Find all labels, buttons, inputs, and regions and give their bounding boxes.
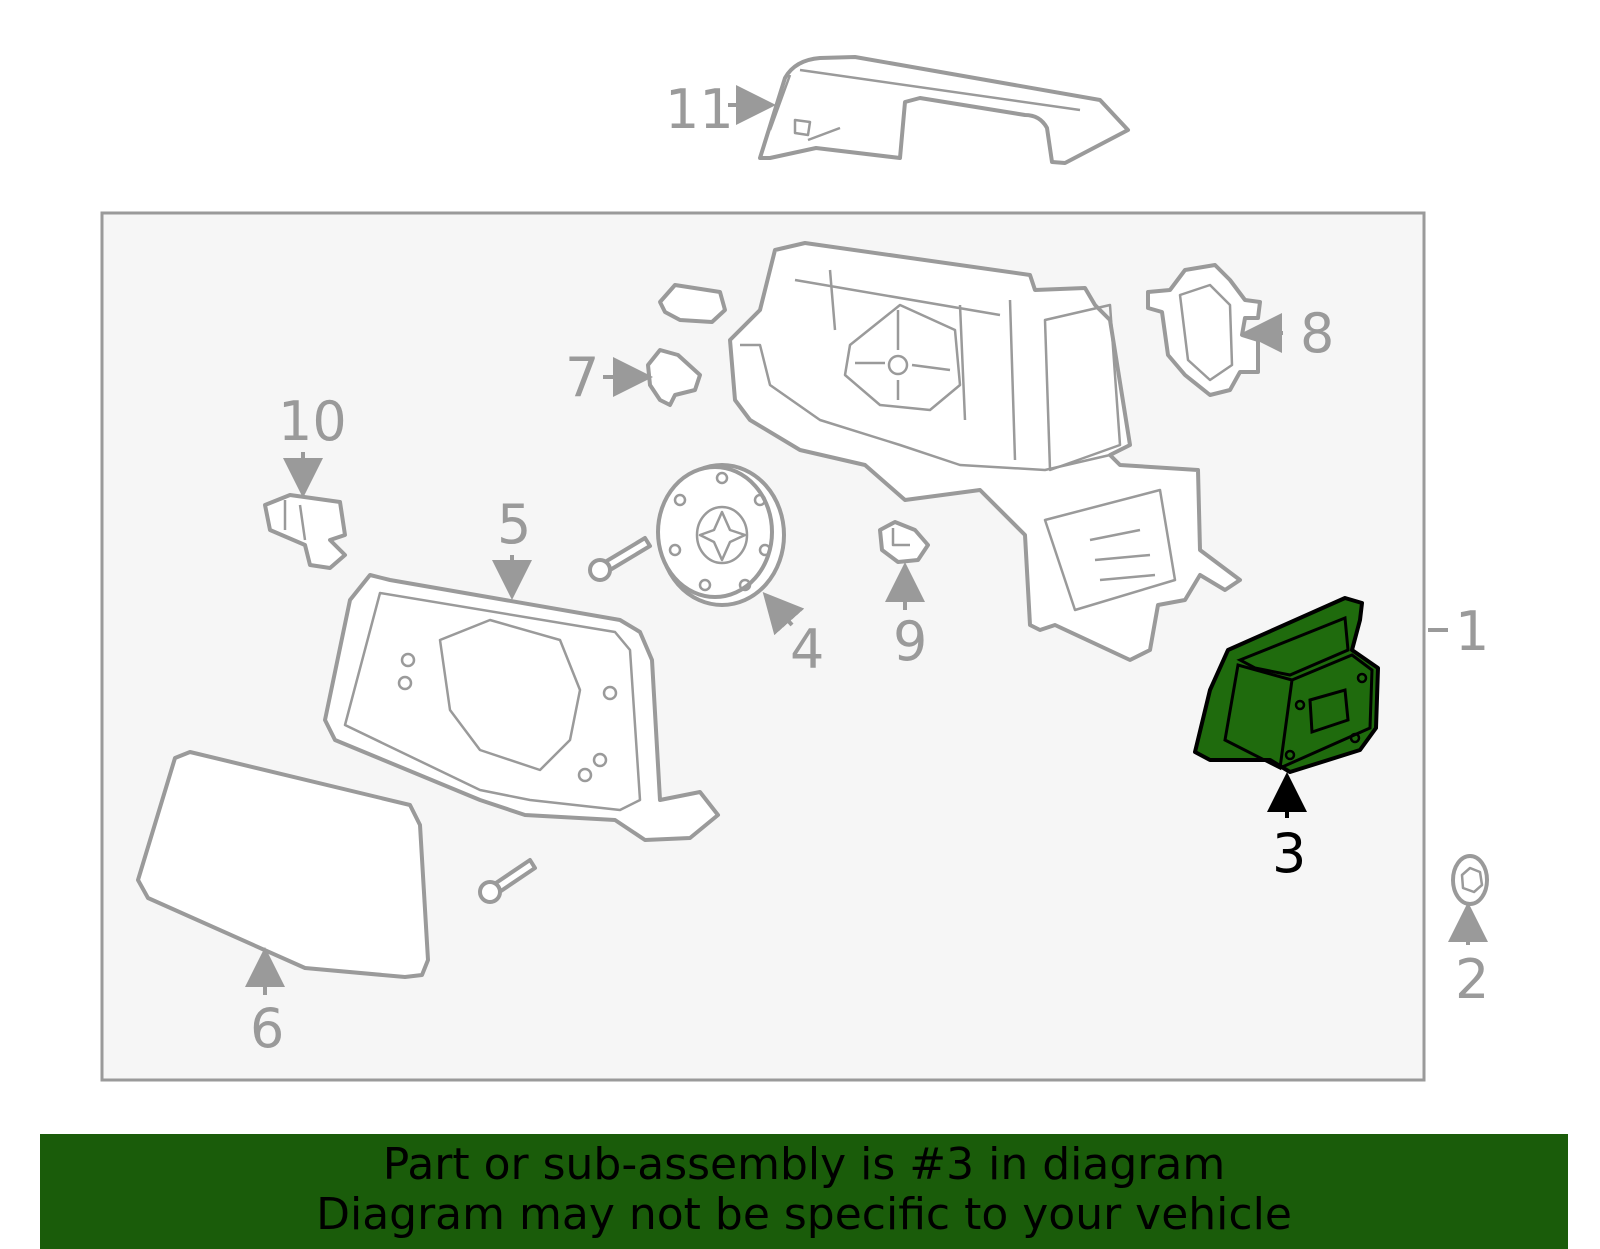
mirror-housing [728,241,1242,662]
callout-2: 2 [1455,948,1489,1011]
callout-3: 3 [1272,822,1306,885]
part-8-bracket[interactable] [1146,263,1262,397]
part-11-cover[interactable] [758,55,1130,165]
info-banner: Part or sub-assembly is #3 in diagram Di… [40,1134,1568,1249]
part-6-glass[interactable] [136,750,430,979]
callout-1: 1 [1455,600,1489,663]
part-9-clip[interactable] [878,520,930,564]
part-4-motor[interactable] [656,463,786,607]
callout-8: 8 [1300,302,1334,365]
callout-4: 4 [790,618,824,681]
screw-upper [588,536,652,582]
part-2-nut[interactable] [1451,854,1489,906]
callout-5: 5 [497,493,531,556]
callout-9: 9 [893,610,927,673]
callout-6: 6 [250,997,284,1060]
callout-10: 10 [278,390,347,453]
banner-line-2: Diagram may not be specific to your vehi… [316,1189,1292,1240]
part-7-clip[interactable] [646,283,727,407]
part-10-clip[interactable] [263,493,347,570]
callout-7: 7 [565,346,599,409]
callout-11: 11 [665,78,734,141]
parts-diagram: 11 1 8 7 10 5 4 9 6 2 3 [100,55,1489,1082]
part-3-module[interactable] [1193,596,1380,774]
screw-lower [478,858,537,904]
part-5-frame[interactable] [323,573,720,842]
banner-line-1: Part or sub-assembly is #3 in diagram [382,1139,1226,1190]
